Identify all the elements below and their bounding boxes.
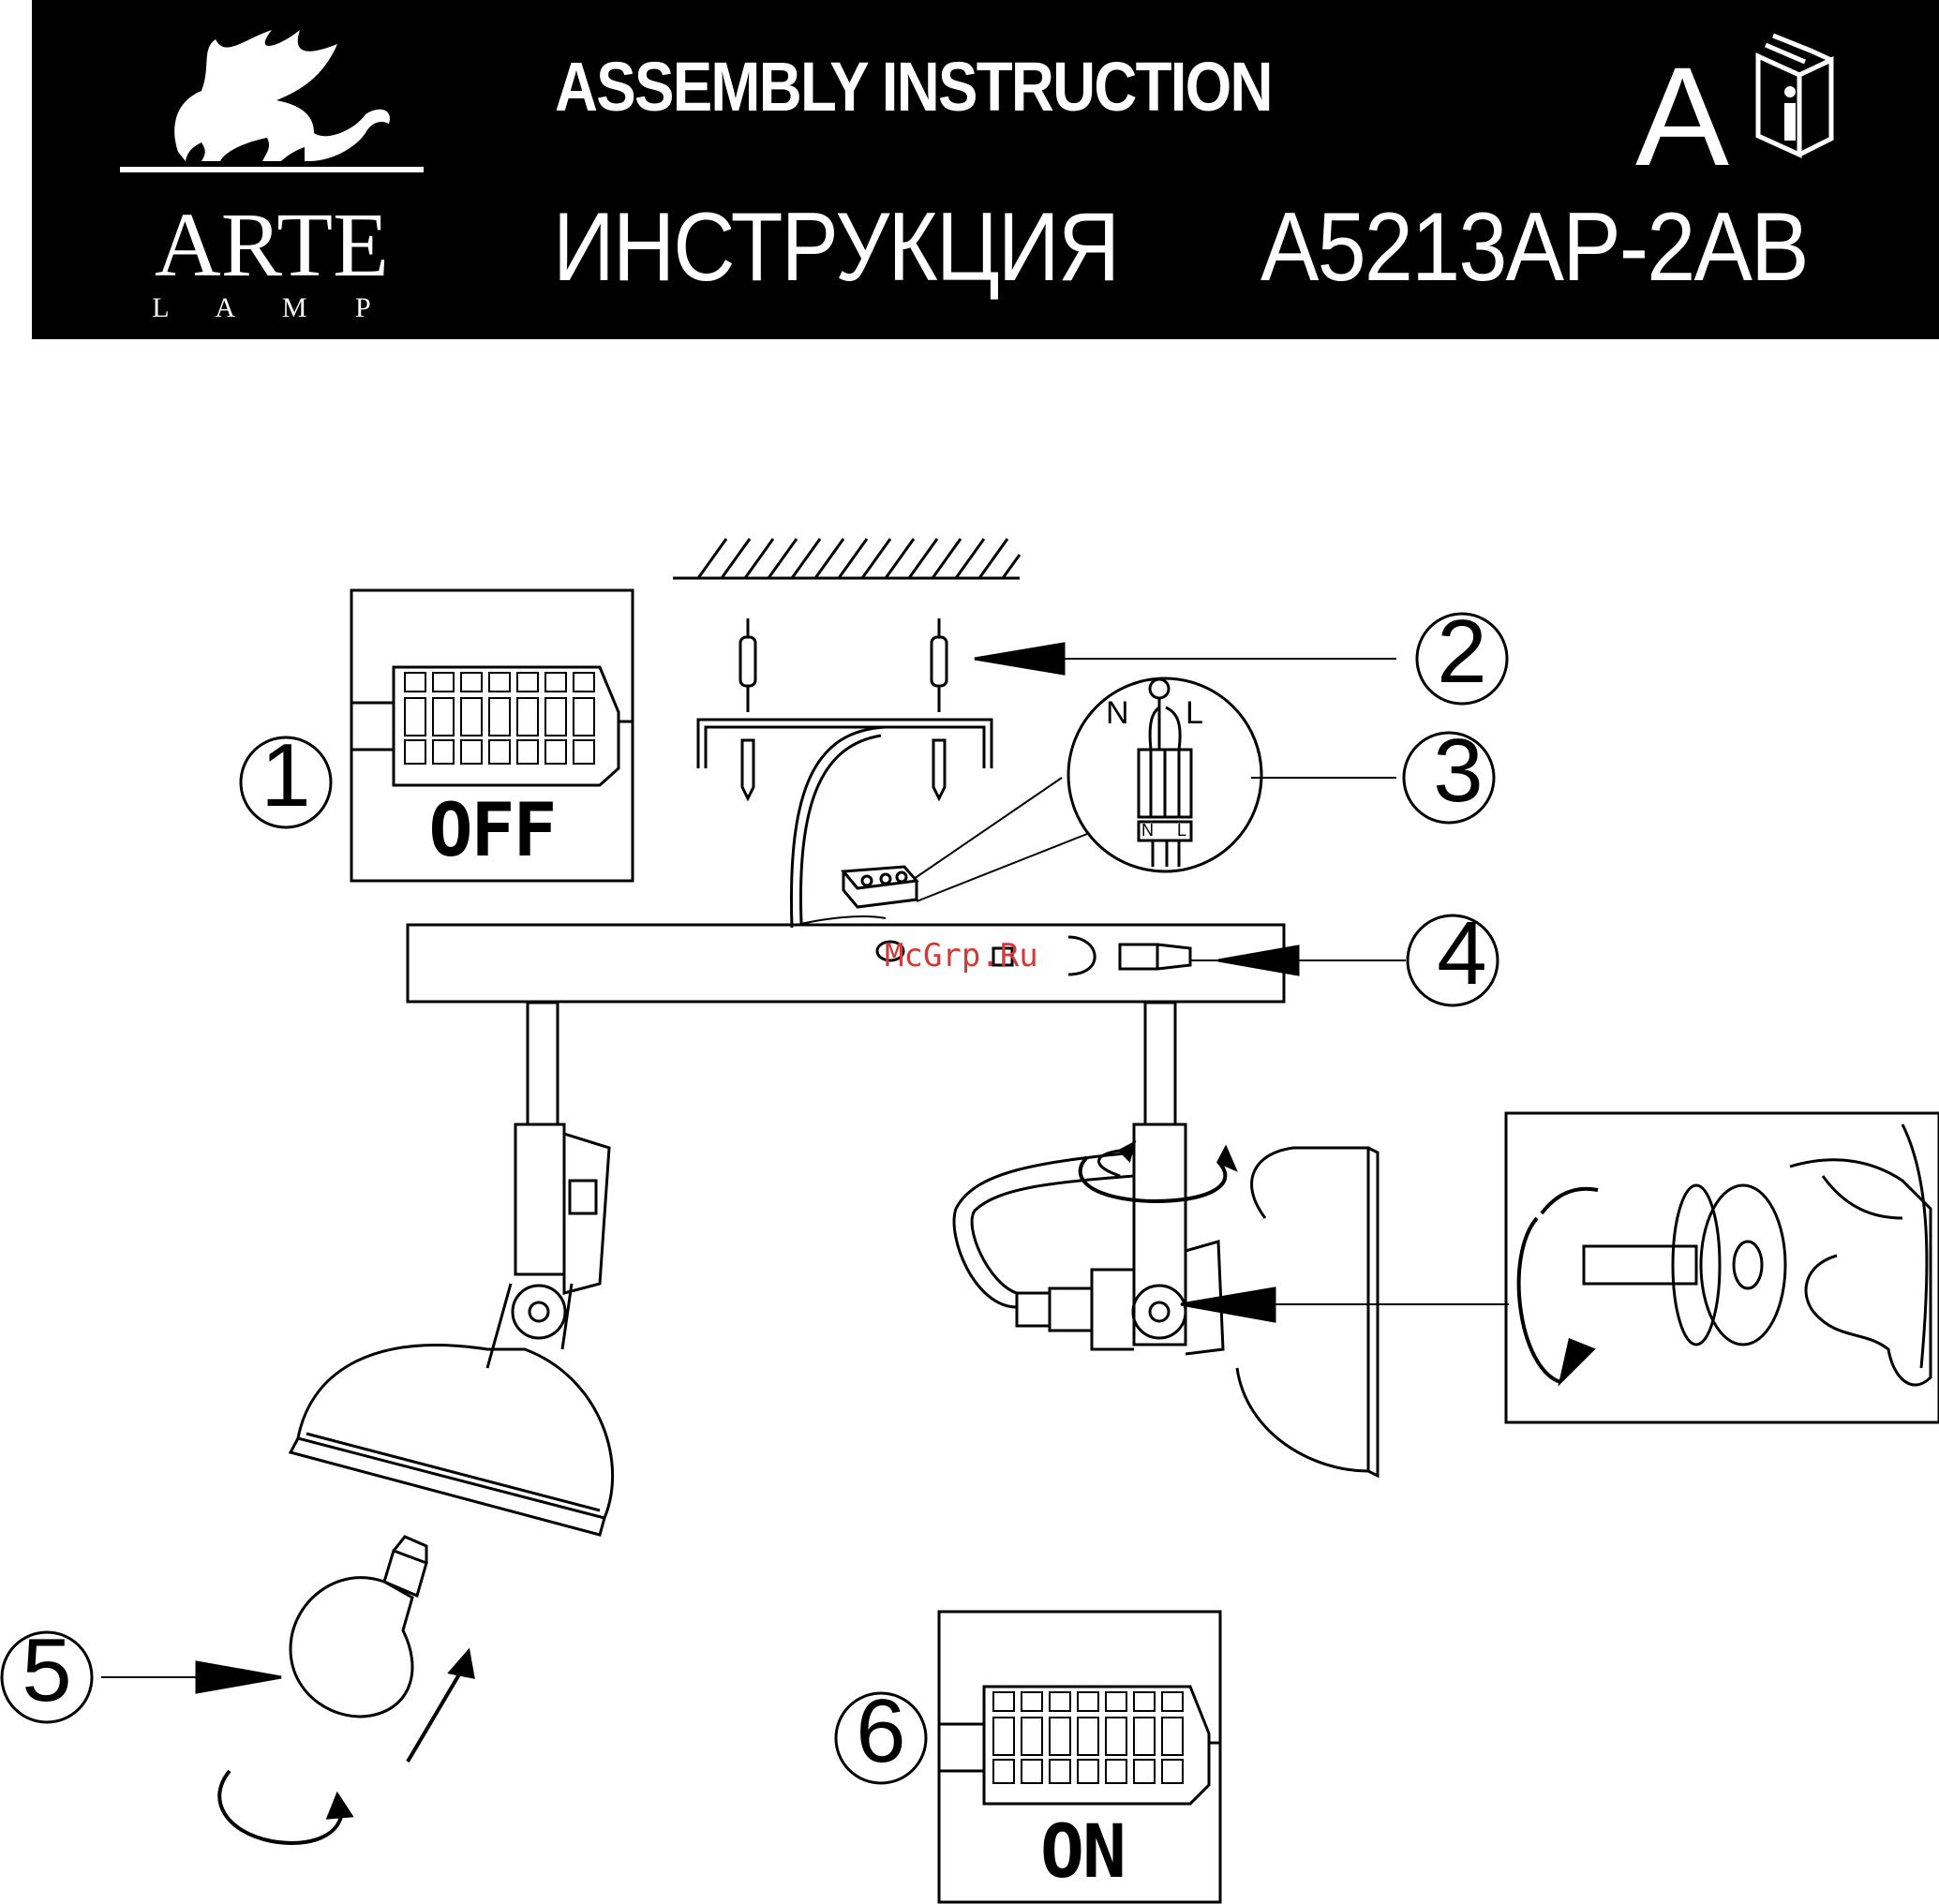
watermark: McGrp.Ru xyxy=(885,937,1038,974)
neutral-label: N xyxy=(1106,695,1129,732)
wiring-detail xyxy=(1068,678,1261,871)
left-spotlight xyxy=(291,1003,613,1535)
step-5-label: 5 xyxy=(5,1626,89,1716)
supply-cable xyxy=(791,727,886,928)
live-label: L xyxy=(1186,695,1203,732)
wall-plugs-and-screws xyxy=(740,618,947,798)
terminal-l-label: L xyxy=(1177,821,1186,840)
canopy-plate xyxy=(408,925,1284,1002)
step-4-label: 4 xyxy=(1420,909,1504,999)
terminal-n-label: N xyxy=(1141,821,1154,840)
rotate-arrow xyxy=(219,1771,342,1843)
knob-detail-panel xyxy=(1506,1113,1939,1422)
switch-off-label: OFF xyxy=(417,789,567,873)
light-bulb xyxy=(291,1537,426,1717)
step-3-label: 3 xyxy=(1416,726,1500,816)
step-6-label: 6 xyxy=(839,1687,923,1777)
terminal-block xyxy=(843,867,917,907)
ceiling-surface xyxy=(673,539,1020,578)
step-2-label: 2 xyxy=(1420,607,1504,697)
switch-on-label: ON xyxy=(1022,1810,1143,1895)
right-spotlight xyxy=(954,1003,1378,1476)
step-1-label: 1 xyxy=(244,731,328,821)
step-circles xyxy=(2,614,1507,1783)
